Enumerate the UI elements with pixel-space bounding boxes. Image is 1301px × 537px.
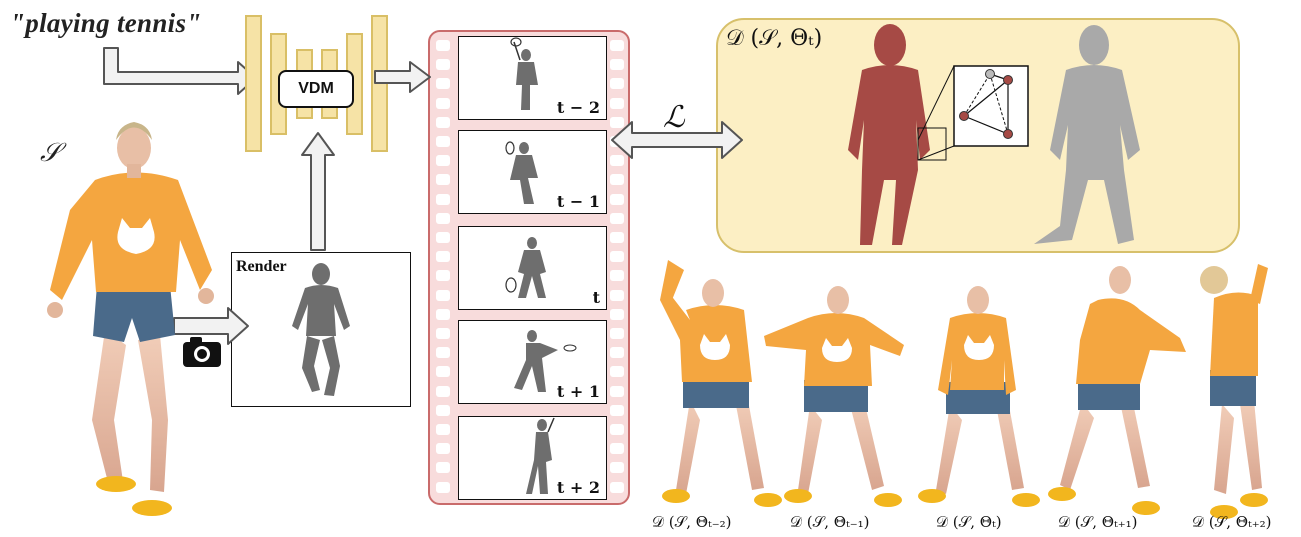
gray-body-figure <box>1034 25 1140 244</box>
film-hole <box>436 232 450 243</box>
avatar-t <box>918 286 1040 507</box>
frame-label: t + 1 <box>556 382 600 401</box>
film-hole <box>436 424 450 435</box>
film-hole <box>436 40 450 51</box>
film-hole <box>610 232 624 243</box>
frame-label: t − 2 <box>556 98 600 117</box>
film-hole <box>436 328 450 339</box>
frame-figure-2 <box>505 141 538 204</box>
pose-label: 𝒟 (𝒮, Θₜ₋₁) <box>790 513 870 531</box>
pose-label: 𝒟 (𝒮, Θₜ₋₂) <box>652 513 732 531</box>
film-hole <box>436 481 450 493</box>
arrow-icon <box>374 61 431 93</box>
frame-label: t <box>592 288 600 307</box>
film-hole <box>610 404 624 416</box>
film-hole <box>610 347 624 359</box>
avatar-t-minus-1 <box>764 286 904 507</box>
avatar-t-plus-1 <box>1048 266 1186 515</box>
film-hole <box>436 404 450 416</box>
frame-figure-4 <box>514 330 577 392</box>
film-hole <box>610 270 624 282</box>
film-hole <box>610 193 624 205</box>
film-hole <box>436 116 450 128</box>
film-hole <box>436 270 450 282</box>
film-hole <box>436 59 450 71</box>
vdm-label-box: VDM <box>278 70 354 108</box>
film-hole <box>610 462 624 474</box>
film-hole <box>436 385 450 397</box>
film-hole <box>436 347 450 359</box>
film-hole <box>436 443 450 455</box>
film-hole <box>610 251 624 263</box>
frame-figure-3 <box>505 237 546 298</box>
film-hole <box>610 40 624 51</box>
avatar-t-minus-2 <box>660 260 782 507</box>
panel-label: 𝒟 (𝒮, Θₜ) <box>726 26 823 51</box>
film-hole <box>436 155 450 167</box>
subject-symbol: 𝒮 <box>40 138 61 168</box>
loss-symbol: ℒ <box>663 100 685 135</box>
pose-label: 𝒟 (𝒮, Θₜ₊₂) <box>1192 513 1272 531</box>
film-hole <box>436 251 450 263</box>
red-body-figure <box>848 24 930 245</box>
arrow-icon <box>173 307 249 345</box>
film-hole <box>610 424 624 435</box>
film-hole <box>436 462 450 474</box>
render-label: Render <box>236 258 287 275</box>
frame-figure-1 <box>510 37 538 110</box>
film-hole <box>610 116 624 128</box>
film-hole <box>610 385 624 397</box>
pose-label: 𝒟 (𝒮, Θₜ) <box>936 513 1002 531</box>
film-hole <box>610 481 624 493</box>
film-hole <box>610 328 624 339</box>
render-figure <box>292 263 350 396</box>
film-hole <box>610 212 624 224</box>
frame-label: t + 2 <box>556 478 600 497</box>
arrow-icon <box>611 121 743 159</box>
film-hole <box>610 97 624 109</box>
film-hole <box>610 174 624 186</box>
frame-figure-5 <box>526 417 555 494</box>
avatar-t-plus-2 <box>1200 264 1268 519</box>
prompt-text: "playing tennis" <box>10 8 202 38</box>
film-hole <box>436 78 450 90</box>
film-hole <box>610 308 624 320</box>
film-hole <box>610 155 624 167</box>
zoom-inset <box>917 65 1029 161</box>
film-hole <box>436 366 450 378</box>
film-hole <box>436 174 450 186</box>
film-hole <box>610 59 624 71</box>
pose-label: 𝒟 (𝒮, Θₜ₊₁) <box>1058 513 1138 531</box>
frame-label: t − 1 <box>556 192 600 211</box>
film-hole <box>610 78 624 90</box>
film-hole <box>436 97 450 109</box>
film-hole <box>610 443 624 455</box>
arrow-icon <box>301 132 335 251</box>
film-hole <box>436 136 450 147</box>
arrow-icon <box>103 47 257 95</box>
film-hole <box>436 289 450 301</box>
film-hole <box>610 366 624 378</box>
film-hole <box>436 193 450 205</box>
camera-icon <box>183 337 221 367</box>
film-hole <box>436 212 450 224</box>
subject-avatar <box>47 122 214 516</box>
film-hole <box>436 308 450 320</box>
vdm-label: VDM <box>298 80 334 97</box>
film-hole <box>610 289 624 301</box>
